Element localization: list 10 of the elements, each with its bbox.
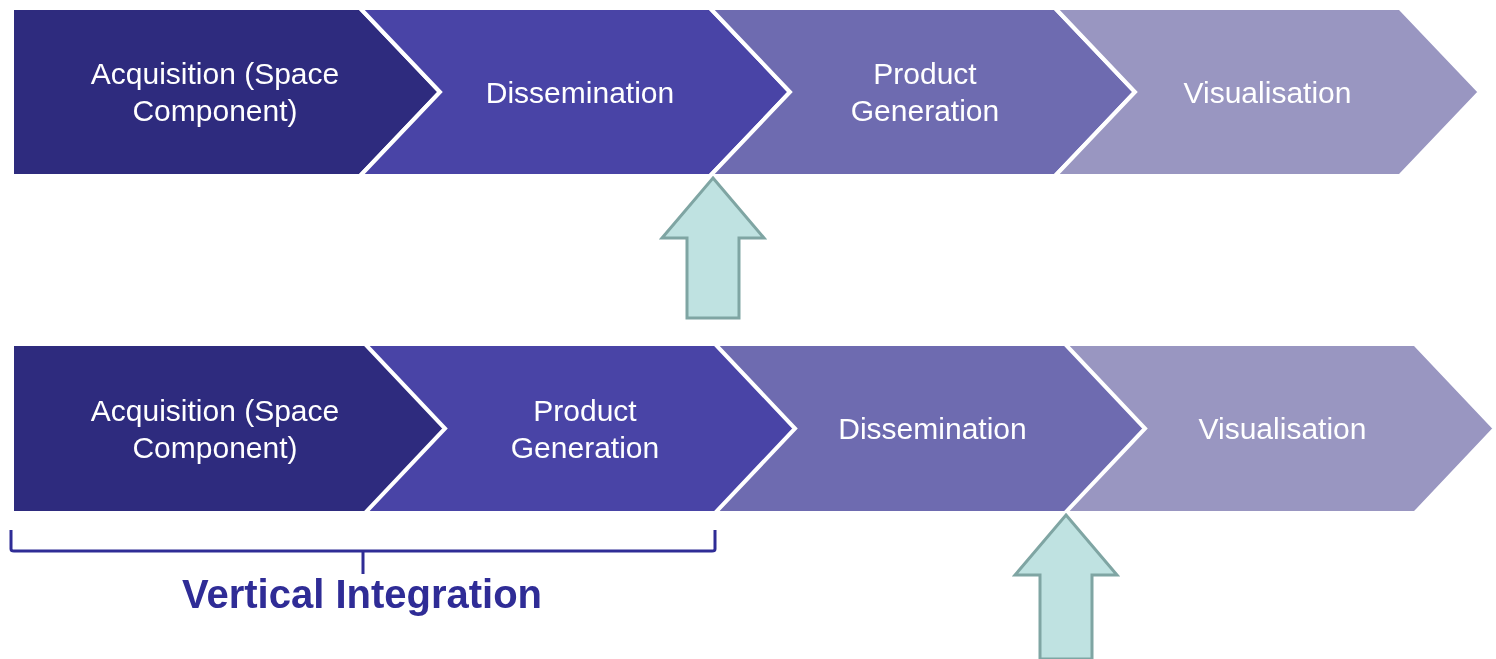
block-arrow (1011, 512, 1121, 659)
step-label: Dissemination (485, 74, 675, 111)
step-label: Visualisation (1198, 411, 1367, 447)
step-label: Acquisition (Space Component) (89, 392, 341, 466)
bracket-label: Vertical Integration (180, 572, 544, 617)
step-label: Product Generation (849, 56, 1001, 129)
block-arrow (658, 175, 768, 320)
step-label: Dissemination (838, 411, 1027, 447)
step-label: Product Generation (509, 392, 661, 466)
step-label: Visualisation (1183, 74, 1352, 111)
